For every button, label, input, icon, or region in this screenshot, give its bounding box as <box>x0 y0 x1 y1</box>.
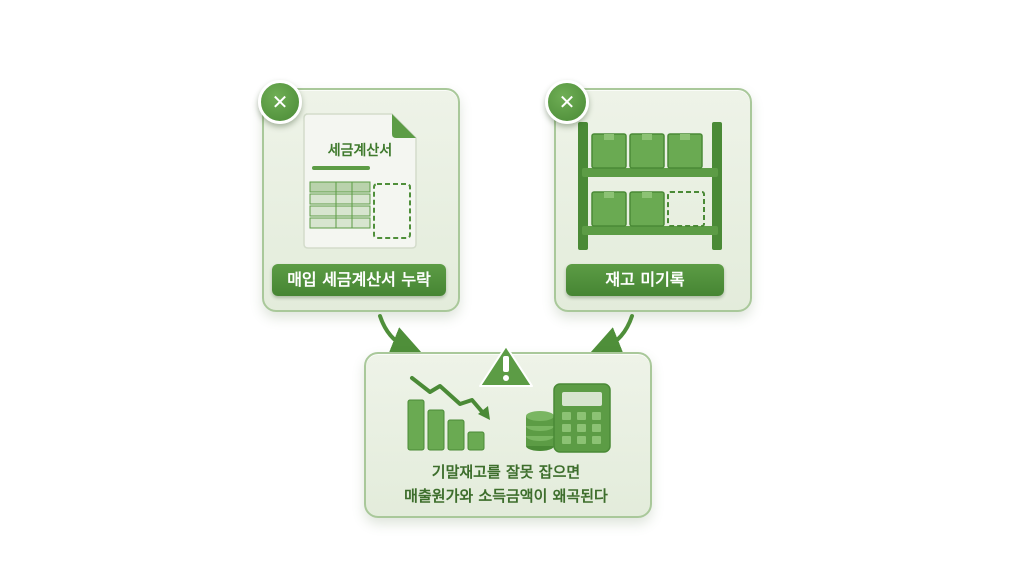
coin-stack-icon <box>526 411 554 451</box>
declining-chart-icon <box>407 376 490 451</box>
arrow-right <box>589 314 634 357</box>
calculator-icon <box>553 383 611 453</box>
result-caption: 기말재고를 잘못 잡으면 매출원가와 소득금액이 왜곡된다 <box>370 460 642 508</box>
caption-line-2: 매출원가와 소득금액이 왜곡된다 <box>404 487 608 505</box>
document-title: 세금계산서 <box>327 143 393 159</box>
close-icon: ✕ <box>258 80 302 124</box>
missing-invoice-label: 매입 세금계산서 누락 <box>272 264 446 296</box>
caption-line-1: 기말재고를 잘못 잡으면 <box>431 463 581 481</box>
warning-triangle-icon <box>479 345 533 387</box>
close-icon: ✕ <box>545 80 589 124</box>
unrecorded-inventory-label: 재고 미기록 <box>566 264 724 296</box>
tax-invoice-document-icon <box>303 113 417 249</box>
arrow-left <box>378 314 423 357</box>
